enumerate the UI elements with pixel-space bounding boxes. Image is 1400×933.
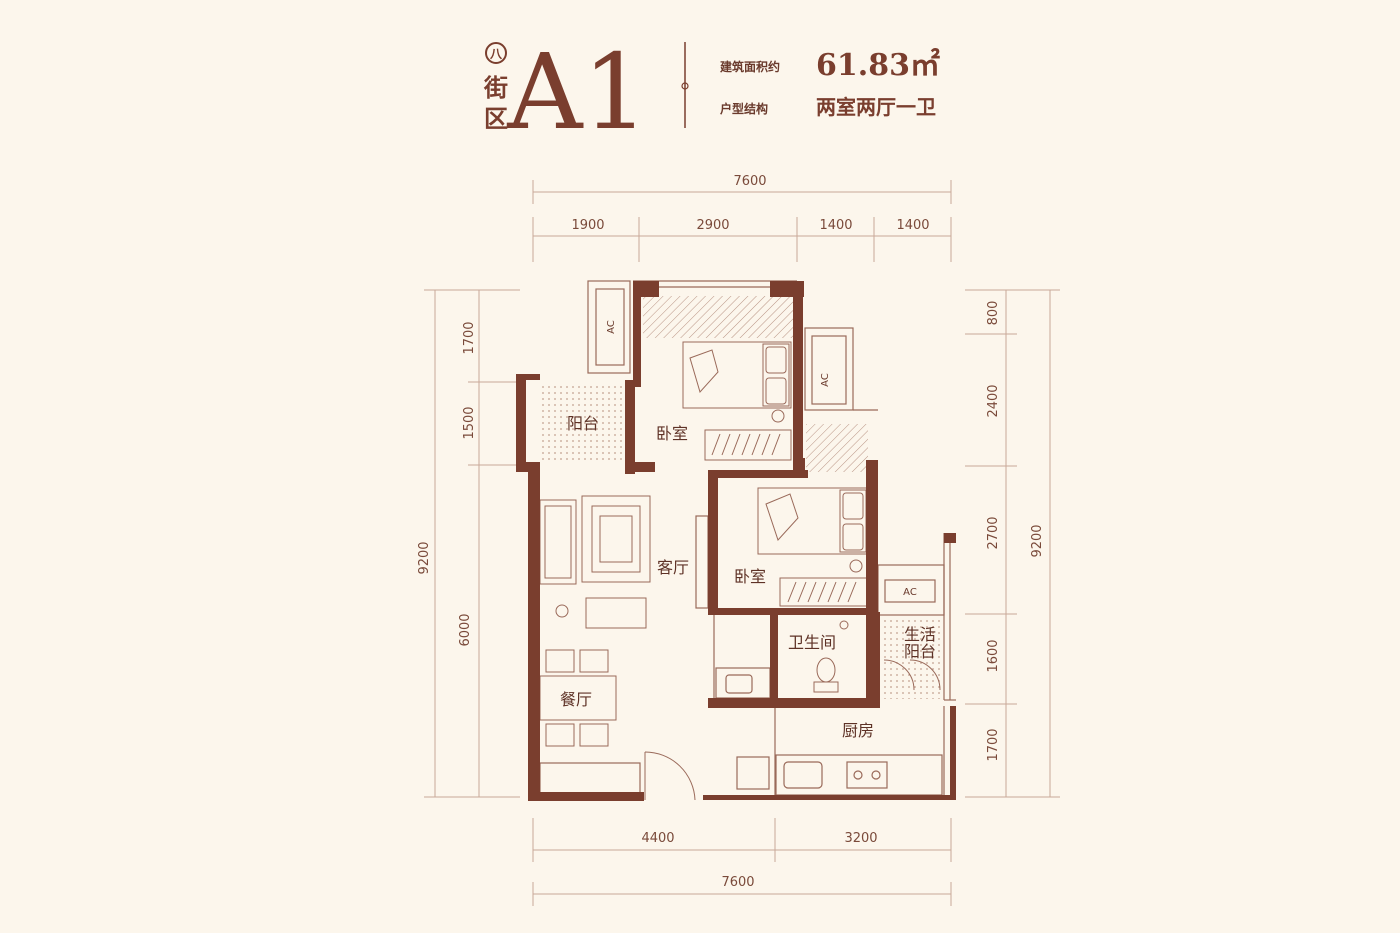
dim-top-total: 7600 — [733, 174, 766, 189]
room-kitchen: 厨房 — [842, 721, 874, 740]
dim-right-seg-2: 2400 — [986, 384, 1001, 417]
room-labels: 阳台 卧室 卧室 客厅 餐厅 卫生间 生活 阳台 厨房 — [560, 414, 936, 740]
dim-top-seg-2: 2900 — [696, 218, 729, 233]
area-value: 61.83㎡ — [816, 48, 940, 83]
dim-right-seg-4: 1600 — [986, 639, 1001, 672]
washer-arc — [883, 659, 915, 691]
furniture — [539, 341, 941, 801]
dimension-labels: 7600 1900 2900 1400 1400 4400 3200 7600 … — [417, 174, 1045, 890]
room-bathroom: 卫生间 — [788, 633, 836, 652]
dim-right-seg-5: 1700 — [986, 728, 1001, 761]
unit-code: A1 — [506, 31, 648, 153]
dim-top-seg-1: 1900 — [571, 218, 604, 233]
room-bedroom-2: 卧室 — [734, 567, 766, 586]
dim-right-seg-3: 2700 — [986, 516, 1001, 549]
room-utility-balcony-line1: 生活 — [904, 625, 936, 644]
room-balcony: 阳台 — [567, 414, 599, 433]
ac-label-3: AC — [903, 587, 917, 598]
balcony-floor — [540, 385, 626, 463]
layout-value: 两室两厅一卫 — [816, 95, 936, 119]
ac-label-2: AC — [820, 373, 831, 387]
thin-walls — [539, 280, 956, 800]
logo-circle-icon — [485, 42, 507, 64]
header: 八 街 区 A1 建筑面积约 61.83㎡ 户型结构 两室两厅一卫 — [483, 31, 940, 153]
dim-bottom-seg-1: 4400 — [641, 831, 674, 846]
logo-char-1: 八 — [489, 47, 503, 61]
dim-right-total: 9200 — [1030, 524, 1045, 557]
brand-logo: 八 街 区 — [483, 42, 508, 133]
thick-walls — [516, 281, 956, 801]
ac-label-1: AC — [606, 320, 617, 334]
dim-bottom-total: 7600 — [721, 875, 754, 890]
dim-top-seg-3: 1400 — [819, 218, 852, 233]
dim-left-seg-1: 1700 — [462, 321, 477, 354]
floor-textures — [540, 296, 940, 699]
divider-dot-icon — [681, 82, 689, 90]
bay-window-2 — [806, 424, 868, 472]
dim-left-seg-3: 6000 — [458, 613, 473, 646]
bay-window-1 — [643, 296, 793, 338]
layout-label: 户型结构 — [720, 101, 768, 116]
entry-door-icon — [644, 751, 696, 801]
room-dining: 餐厅 — [560, 690, 592, 709]
logo-char-3: 区 — [484, 104, 508, 133]
dim-bottom-seg-2: 3200 — [844, 831, 877, 846]
dimension-lines — [424, 180, 1060, 906]
dim-right-seg-1: 800 — [986, 301, 1001, 326]
utility-balcony-floor — [880, 617, 940, 699]
bed-2-icon — [757, 487, 869, 573]
toilet-icon — [813, 620, 849, 693]
room-living: 客厅 — [657, 558, 689, 577]
bed-1-icon — [682, 341, 792, 423]
utility-door-icon — [909, 659, 941, 691]
wardrobe-2-icon — [779, 577, 869, 607]
logo-char-2: 街 — [483, 73, 508, 102]
room-utility-balcony-line2: 阳台 — [904, 642, 936, 661]
area-label: 建筑面积约 — [719, 59, 780, 74]
dim-top-seg-4: 1400 — [896, 218, 929, 233]
dim-left-total: 9200 — [417, 541, 432, 574]
sofa-icon — [539, 495, 651, 629]
wardrobe-1-icon — [704, 429, 792, 461]
room-bedroom-1: 卧室 — [656, 424, 688, 443]
ac-units: AC AC AC — [606, 320, 917, 598]
dim-left-seg-2: 1500 — [462, 406, 477, 439]
